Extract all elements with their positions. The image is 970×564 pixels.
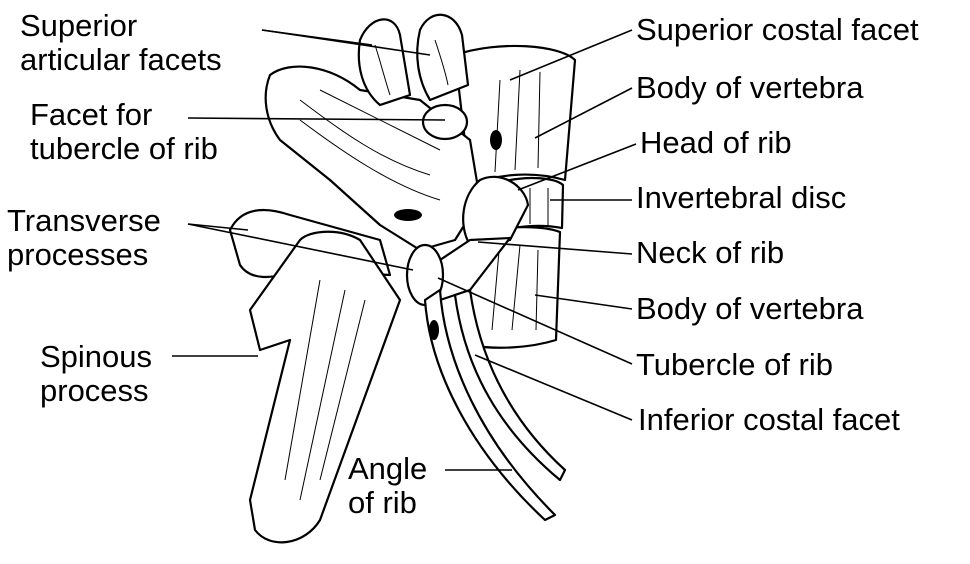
- leader-transverse-right: [187, 223, 414, 271]
- label-facet-for-tubercle: Facet for tubercle of rib: [30, 98, 218, 166]
- head-of-rib-shape: [462, 175, 530, 247]
- label-intervertebral-disc: Invertebral disc: [636, 180, 847, 215]
- leader-inferior-costal: [474, 354, 633, 421]
- label-head-of-rib: Head of rib: [640, 125, 792, 160]
- label-body-of-vertebra-bottom: Body of vertebra: [636, 291, 864, 326]
- facet-for-tubercle-shape: [421, 103, 469, 141]
- label-superior-articular-facets-line2: articular facets: [20, 42, 222, 77]
- rib-shaft-inner: [453, 288, 567, 482]
- label-transverse-processes: Transverse processes: [7, 204, 161, 272]
- label-inferior-costal-facet: Inferior costal facet: [638, 402, 900, 437]
- leader-superior-articular-right: [261, 29, 431, 56]
- label-facet-for-tubercle-line2: tubercle of rib: [30, 131, 218, 166]
- leader-tubercle: [437, 277, 633, 365]
- leader-transverse-left: [187, 223, 249, 231]
- label-superior-articular-facets: Superior articular facets: [20, 9, 222, 77]
- label-angle-of-rib-line1: Angle: [348, 451, 428, 486]
- label-spinous-process-line2: process: [40, 373, 149, 408]
- superior-articular-facet-right: [416, 13, 470, 102]
- label-facet-for-tubercle-line1: Facet for: [30, 97, 153, 132]
- rib-shaft: [423, 288, 557, 522]
- superior-articular-facet-left: [357, 18, 412, 107]
- label-superior-articular-facets-line1: Superior: [20, 8, 138, 43]
- leader-head: [517, 143, 637, 191]
- label-spinous-process-line1: Spinous: [40, 339, 153, 374]
- label-spinous-process: Spinous process: [40, 340, 152, 408]
- label-transverse-processes-line2: processes: [7, 237, 149, 272]
- label-superior-costal-facet: Superior costal facet: [636, 12, 919, 47]
- label-body-of-vertebra-top: Body of vertebra: [636, 70, 864, 105]
- leader-neck: [477, 241, 633, 255]
- leader-body-bottom: [534, 294, 633, 310]
- leader-body-top: [534, 87, 633, 139]
- label-transverse-processes-line1: Transverse: [7, 203, 161, 238]
- label-angle-of-rib-line2: of rib: [348, 485, 417, 520]
- label-tubercle-of-rib: Tubercle of rib: [636, 347, 833, 382]
- label-neck-of-rib: Neck of rib: [636, 235, 785, 270]
- leader-superior-costal: [509, 29, 633, 81]
- leader-facet-tubercle: [187, 117, 446, 121]
- label-angle-of-rib: Angle of rib: [348, 452, 427, 520]
